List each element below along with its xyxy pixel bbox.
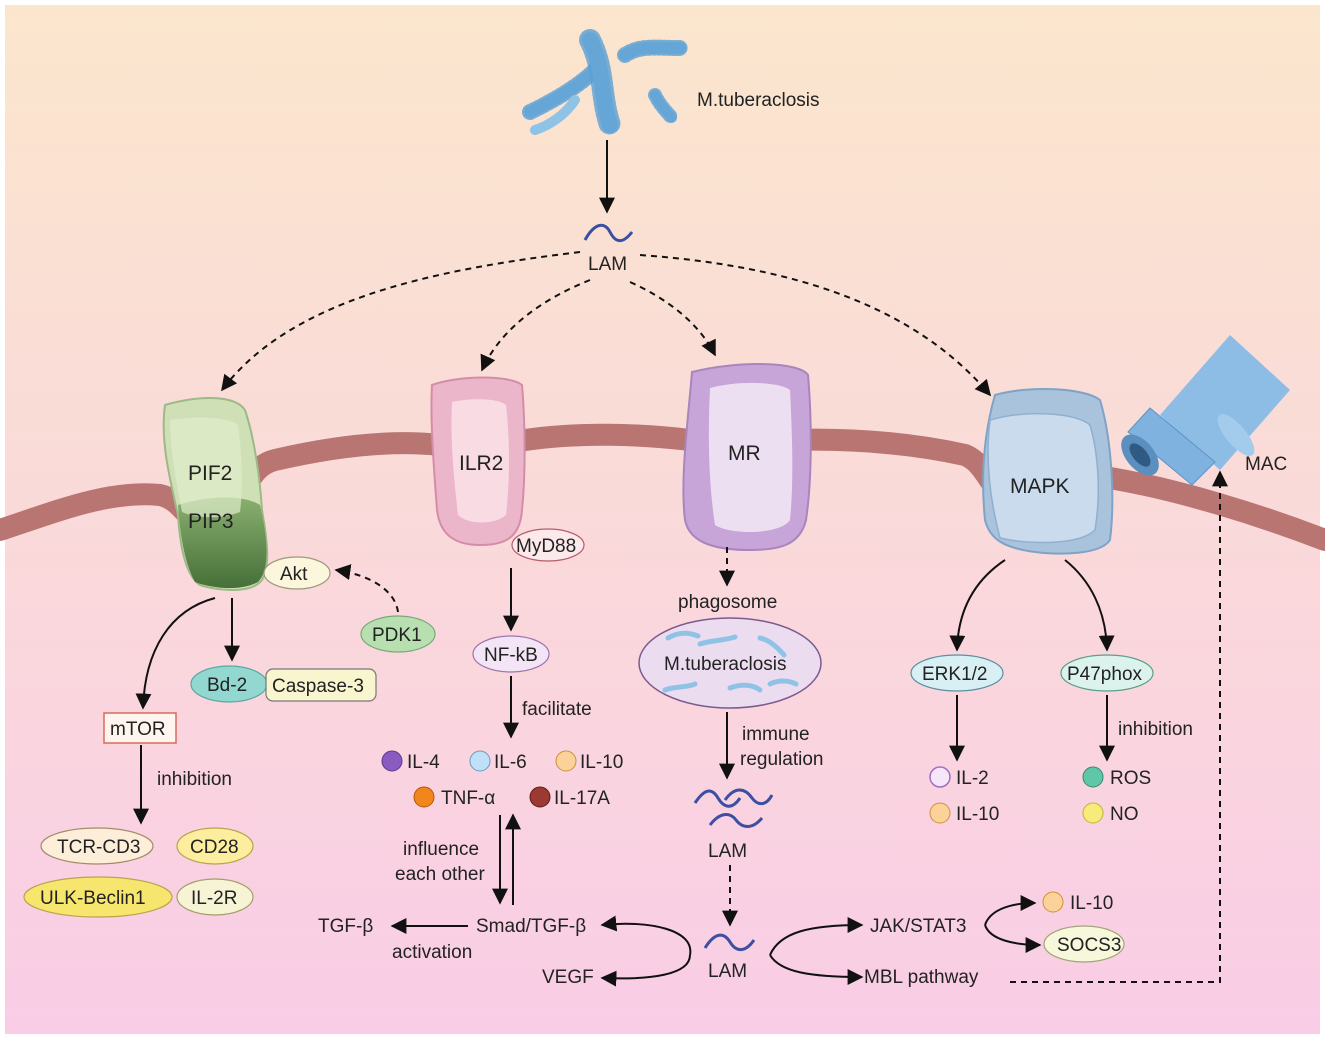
influence-label-2: each other	[395, 864, 485, 885]
facilitate-label: facilitate	[522, 699, 592, 720]
bcl2-label: Bd-2	[207, 675, 247, 696]
il17a-label: IL-17A	[554, 788, 610, 809]
mapk-il10-dot	[929, 802, 951, 824]
mtor-label: mTOR	[110, 719, 166, 740]
lam-low-wave-icon	[703, 933, 756, 952]
il2r-node	[176, 878, 254, 916]
mr-receptor	[682, 363, 812, 552]
arrow-lam-to-jakstat	[769, 917, 864, 956]
arrow-lam-to-mr	[629, 281, 716, 357]
tnfa-label: TNF-α	[441, 788, 495, 809]
il10-dot	[555, 750, 577, 772]
ilr2-receptor	[430, 376, 526, 547]
lam-low-label: LAM	[708, 961, 747, 982]
jakstat-label: JAK/STAT3	[870, 916, 966, 937]
mapk-receptor	[982, 388, 1114, 555]
tcr-cd3-label: TCR-CD3	[57, 837, 140, 858]
arrow-lam-to-smad	[600, 915, 692, 956]
jak-il10-dot	[1042, 891, 1064, 913]
tcr-cd3-node	[40, 827, 154, 865]
vegf-label: VEGF	[542, 967, 594, 988]
mapk-inhibition-label: inhibition	[1118, 719, 1193, 740]
il4-dot	[381, 750, 403, 772]
il6-label: IL-6	[494, 752, 527, 773]
mapk-il2-label: IL-2	[956, 768, 989, 789]
ilr2-label: ILR2	[459, 452, 503, 475]
mapk-il10-label: IL-10	[956, 804, 999, 825]
jak-il10-label: IL-10	[1070, 893, 1113, 914]
akt-label: Akt	[280, 564, 308, 585]
mbl-label: MBL pathway	[864, 967, 979, 988]
p47-label: P47phox	[1067, 664, 1143, 685]
myd88-node	[511, 528, 585, 562]
il6-dot	[469, 750, 491, 772]
arrow-mapk-to-erk	[949, 559, 1006, 652]
lam-mid-label: LAM	[708, 841, 747, 862]
pif2-label: PIF2	[188, 462, 232, 485]
mac-label: MAC	[1245, 454, 1287, 475]
arrow-pip3-to-mtor	[135, 597, 216, 710]
pdk1-node	[360, 615, 436, 653]
phagosome-bacteria-icon	[662, 630, 799, 693]
smad-label: Smad/TGF-β	[476, 916, 586, 937]
arrow-jakstat-to-socs3	[984, 924, 1042, 953]
il4-label: IL-4	[407, 752, 440, 773]
lam-top-label: LAM	[588, 254, 627, 275]
ulk-beclin1-label: ULK-Beclin1	[40, 888, 146, 909]
socs3-label: SOCS3	[1057, 935, 1121, 956]
no-label: NO	[1110, 804, 1139, 825]
pdk1-label: PDK1	[372, 625, 422, 646]
pip3-label: PIP3	[188, 510, 234, 533]
cd28-node	[176, 827, 254, 865]
influence-label-1: influence	[403, 839, 479, 860]
nfkb-label: NF-kB	[484, 645, 538, 666]
erk-label: ERK1/2	[922, 664, 987, 685]
mr-label: MR	[728, 442, 761, 465]
no-dot	[1082, 802, 1104, 824]
tnfa-dot	[413, 786, 435, 808]
nfkb-node	[472, 635, 550, 673]
ulk-beclin1-node	[23, 876, 173, 918]
activation-label: activation	[392, 942, 472, 963]
immune-label: immune	[742, 724, 810, 745]
cd28-label: CD28	[190, 837, 239, 858]
p47-node	[1060, 654, 1154, 692]
mapk-label: MAPK	[1010, 475, 1070, 498]
arrow-lam-to-mapk	[639, 254, 992, 397]
arrow-jakstat-to-il10	[984, 895, 1037, 926]
socs3-node	[1043, 925, 1125, 963]
regulation-label: regulation	[740, 749, 823, 770]
arrow-lam-to-vegf	[600, 954, 691, 987]
lam-mid-wave-icon	[693, 788, 774, 828]
akt-node	[263, 556, 331, 590]
il10-label: IL-10	[580, 752, 623, 773]
erk-node	[910, 654, 1004, 692]
lam-top-wave-icon	[583, 223, 634, 243]
phagosome-label: phagosome	[678, 592, 777, 613]
tgfb-label: TGF-β	[318, 916, 373, 937]
il17a-dot	[529, 786, 551, 808]
mapk-il2-dot	[929, 766, 951, 788]
il2r-label: IL-2R	[191, 888, 237, 909]
mtb-top-label: M.tuberaclosis	[697, 90, 820, 111]
pif2-pip3-receptor	[162, 397, 269, 591]
arrow-pdk1-to-akt	[334, 564, 399, 613]
arrow-lam-to-pif2	[221, 251, 581, 392]
arrow-mapk-to-p47	[1064, 559, 1115, 652]
ros-label: ROS	[1110, 768, 1151, 789]
arrow-mbl-to-mac	[1010, 470, 1228, 983]
ros-dot	[1082, 766, 1104, 788]
arrow-lam-to-mbl	[769, 954, 864, 985]
mac-channel-icon	[1121, 335, 1290, 486]
phagosome-mtb-label: M.tuberaclosis	[664, 654, 787, 675]
caspase3-node	[265, 668, 377, 702]
bacteria-cluster-icon	[522, 29, 688, 136]
left-inhibition-label: inhibition	[157, 769, 232, 790]
mtor-node	[103, 712, 177, 744]
myd88-label: MyD88	[516, 536, 576, 557]
caspase3-label: Caspase-3	[272, 676, 364, 697]
